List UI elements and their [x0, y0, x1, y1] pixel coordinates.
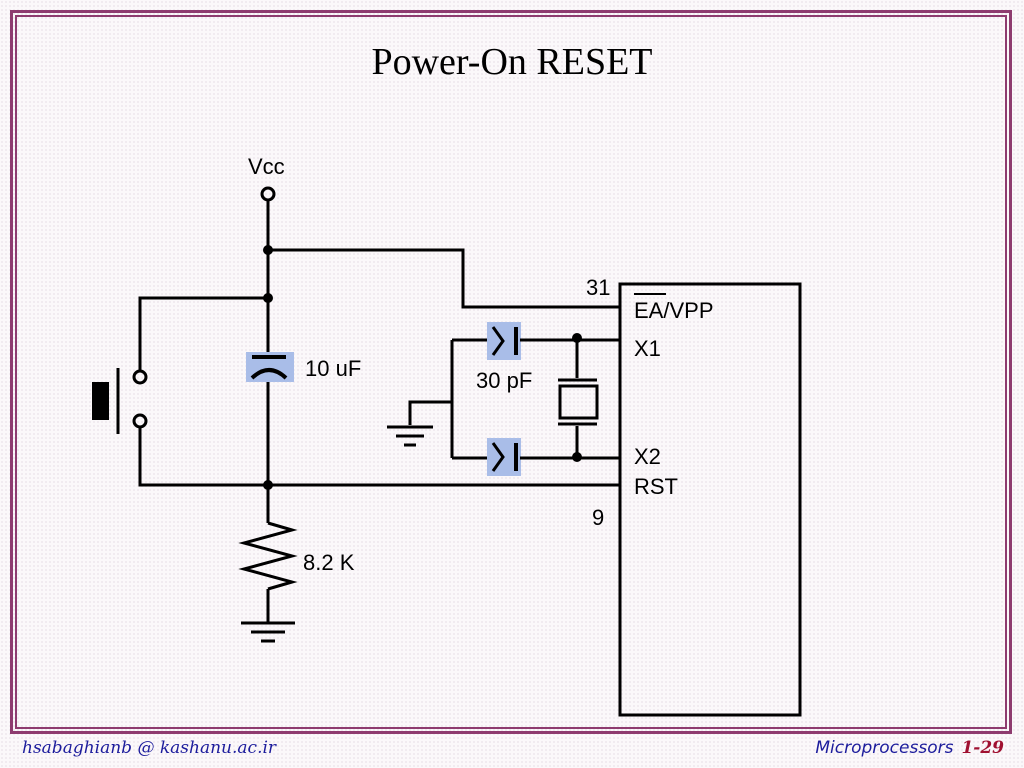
- slide-frame-inner: [15, 15, 1007, 729]
- slide-title: Power-On RESET: [371, 41, 653, 83]
- vcc-label: Vcc: [248, 154, 285, 179]
- pin-x2-label: X2: [634, 444, 661, 469]
- ea-vpp-wire: [268, 248, 620, 309]
- cap-ground-wire: [408, 400, 452, 425]
- pin-ea-vpp-label: EA/VPP: [634, 298, 714, 323]
- capacitor-icon: [487, 322, 521, 360]
- crystal-icon: [558, 340, 599, 457]
- resistor-icon: [238, 521, 298, 591]
- junction-dot: [572, 333, 582, 343]
- capacitor-icon: [246, 352, 294, 382]
- pin-x1-label: X1: [634, 336, 661, 361]
- push-button-icon: [92, 368, 148, 434]
- button-wire-top: [138, 296, 268, 370]
- pin-rst-label: RST: [634, 474, 678, 499]
- footer-course-name: Microprocessors: [815, 738, 954, 758]
- microcontroller-chip: [618, 282, 802, 717]
- rst-wire: [138, 428, 620, 487]
- vcc-terminal: [260, 186, 276, 202]
- footer-page-number: 1-29: [961, 738, 1004, 758]
- capacitor-value: 10 uF: [305, 356, 361, 381]
- resistor-value: 8.2 K: [303, 550, 355, 575]
- pin-9-label: 9: [592, 505, 604, 530]
- pin-31-label: 31: [586, 275, 610, 300]
- ground-icon: [387, 425, 433, 447]
- footer-course: Microprocessors 1-29: [815, 738, 1004, 758]
- slide-frame-outer: [10, 10, 1012, 734]
- capacitor-icon: [487, 438, 521, 476]
- crystal-cap-value: 30 pF: [476, 368, 532, 393]
- ground-icon: [241, 621, 295, 643]
- footer-author: hsabaghianb @ kashanu.ac.ir: [22, 738, 277, 758]
